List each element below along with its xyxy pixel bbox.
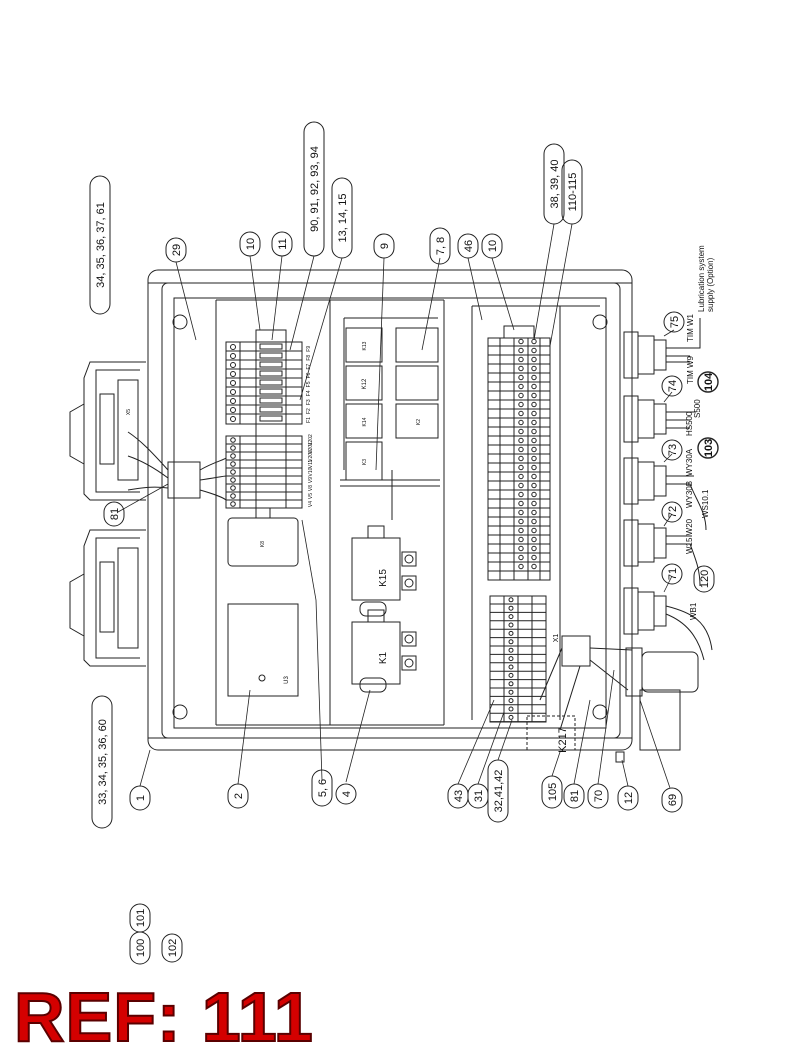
callout-38-40: 38, 39, 40 (549, 160, 561, 209)
label-tim-w1: TIM W1 (686, 313, 695, 342)
callout-7-8: 7, 8 (435, 237, 447, 255)
callout-29: 29 (171, 244, 183, 256)
callout-75: 75 (669, 316, 681, 328)
column-label: V201 (308, 442, 314, 454)
breaker-block (225, 435, 303, 519)
label-lubrication-2: supply (Option) (706, 257, 715, 312)
leader-lines (117, 223, 675, 789)
column-label: V10 (308, 467, 314, 476)
callout-90-94: 90, 91, 92, 93, 94 (309, 146, 321, 232)
callout-81-left: 81 (109, 508, 121, 520)
callout-43: 43 (453, 790, 465, 802)
label-k14: K14 (362, 417, 368, 426)
reference-label: REF: 111 (13, 978, 314, 1056)
callout-31: 31 (473, 790, 485, 802)
callout-5-6: 5, 6 (317, 779, 329, 797)
power-modules (227, 517, 299, 697)
column-label: F3 (306, 399, 312, 405)
callout-11: 11 (277, 238, 289, 249)
callout-104: 104 (703, 372, 715, 391)
callout-bubbles (89, 121, 719, 965)
column-label: V8 (308, 485, 314, 491)
label-k2: K2 (416, 419, 422, 425)
label-wb1: WB1 (689, 602, 698, 620)
column-label: V4 (308, 501, 314, 507)
terminal-strip-upper (487, 325, 551, 581)
callout-102: 102 (167, 939, 179, 957)
fuse-labels: F1 F2 F3 F4 F5 F6 F7 F8 F9 (306, 346, 312, 423)
callout-32-41-42: 32,41,42 (493, 770, 505, 813)
column-label: F8 (306, 355, 312, 361)
label-wy30b: WY30B (685, 481, 694, 508)
column-label: F2 (306, 408, 312, 414)
terminal-strip-lower (489, 595, 633, 751)
callout-69: 69 (667, 794, 679, 806)
callout-46: 46 (463, 240, 475, 252)
component-labels: K15 K1 K217 X1 K12 K13 K14 K3 K2 K8 U3 X… (126, 245, 715, 753)
callout-4: 4 (341, 791, 353, 797)
label-k13: K13 (362, 341, 368, 350)
column-label: F6 (306, 372, 312, 378)
callout-12: 12 (623, 792, 635, 804)
callout-81-bottom: 81 (569, 790, 581, 802)
callout-70: 70 (593, 790, 605, 802)
callout-10-right: 10 (487, 240, 499, 252)
callout-120: 120 (699, 570, 711, 588)
label-k217: K217 (557, 727, 569, 753)
callout-101: 101 (135, 909, 147, 927)
column-label: F1 (306, 417, 312, 423)
callout-105: 105 (547, 783, 559, 801)
label-k8: K8 (260, 541, 266, 547)
column-label: V9 (308, 477, 314, 483)
mounting-rails (215, 299, 600, 726)
label-tim-w9: TIM W9 (686, 355, 695, 384)
column-label: V5 (308, 493, 314, 499)
callout-73: 73 (667, 444, 679, 456)
label-k15: K15 (378, 569, 389, 587)
contactors (351, 525, 417, 693)
column-label: F4 (306, 390, 312, 396)
cabinet-enclosure (147, 269, 633, 751)
label-lubrication-1: Lubrication system (697, 245, 706, 312)
callout-103: 103 (703, 439, 715, 457)
callout-9: 9 (379, 243, 391, 249)
column-label: V200 (308, 450, 314, 462)
cable-glands (615, 318, 713, 763)
column-label: F9 (306, 346, 312, 352)
label-u3: U3 (284, 676, 290, 684)
column-label: V202 (308, 434, 314, 446)
fuse-block (225, 329, 303, 437)
column-label: V11 (308, 460, 314, 469)
callout-100: 100 (135, 939, 147, 957)
callout-72: 72 (667, 506, 679, 518)
label-k12: K12 (362, 378, 368, 389)
callout-34-61: 34, 35, 36, 37, 61 (95, 202, 107, 288)
door-hinges (69, 361, 227, 667)
callout-33-60: 33, 34, 35, 36, 60 (97, 719, 109, 805)
callout-110-115: 110-115 (567, 173, 579, 212)
label-wy30a: WY30A (685, 448, 694, 476)
label-k3: K3 (362, 459, 368, 465)
column-label: F7 (306, 363, 312, 369)
label-x1: X1 (553, 634, 560, 643)
relay-bank (345, 327, 439, 481)
label-k1: K1 (378, 651, 389, 664)
column-label: F5 (306, 381, 312, 387)
label-hs500: HS500 (685, 411, 694, 436)
callout-71: 71 (667, 568, 679, 580)
callout-numbers: 1 2 5, 6 4 43 31 32,41,42 105 81 70 12 6… (95, 146, 715, 957)
label-x5: X5 (126, 409, 132, 415)
callout-1: 1 (135, 795, 147, 801)
label-s500: S500 (693, 399, 702, 418)
label-w15-w20: W15 W20 (685, 518, 694, 554)
callout-13-15: 13, 14, 15 (337, 194, 349, 243)
callout-10-left: 10 (245, 238, 257, 250)
callout-2: 2 (233, 793, 245, 799)
label-ws10-1: WS10.1 (701, 489, 710, 518)
callout-74: 74 (667, 380, 679, 392)
